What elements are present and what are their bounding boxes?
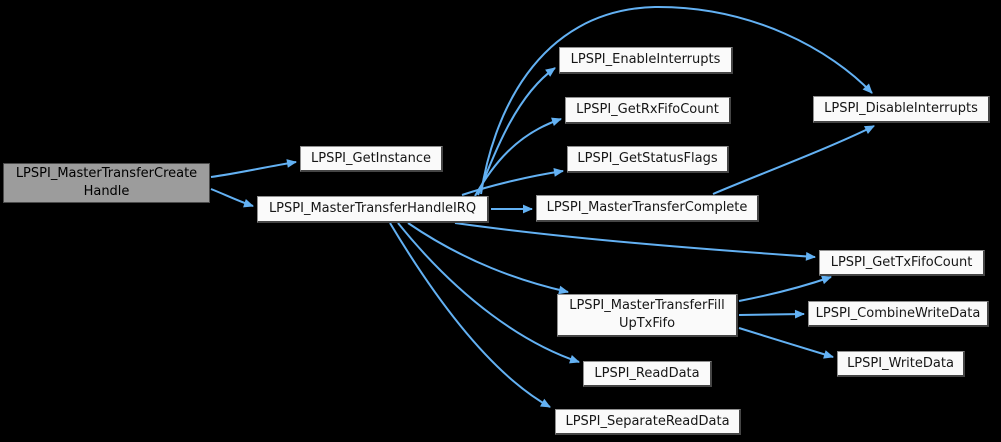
node-lpspi-combine-write-data[interactable]: LPSPI_CombineWriteData (808, 301, 989, 327)
edge-fill-up-tx-fifo-to-combine-write-data (738, 309, 805, 319)
node-lpspi-master-transfer-handle-irq[interactable]: LPSPI_MasterTransferHandleIRQ (257, 196, 489, 223)
node-lpspi-disable-interrupts[interactable]: LPSPI_DisableInterrupts (813, 96, 990, 123)
edge-master-transfer-complete-to-disable-interrupts (712, 125, 875, 195)
node-label: LPSPI_EnableInterrupts (570, 52, 721, 67)
edge-create-handle-to-handle-irq (210, 188, 254, 208)
node-label: LPSPI_GetTxFifoCount (830, 254, 973, 270)
node-lpspi-get-tx-fifo-count[interactable]: LPSPI_GetTxFifoCount (819, 250, 985, 276)
node-label: LPSPI_ReadData (594, 365, 700, 381)
node-label: LPSPI_MasterTransferCreate Handle (15, 166, 198, 199)
node-label: LPSPI_MasterTransferHandleIRQ (268, 201, 477, 216)
node-lpspi-master-transfer-create-handle: LPSPI_MasterTransferCreate Handle (3, 163, 210, 203)
edge-handle-irq-to-fill-up-tx-fifo (407, 222, 569, 295)
node-lpspi-separate-read-data[interactable]: LPSPI_SeparateReadData (555, 409, 741, 435)
edge-fill-up-tx-fifo-to-get-tx-fifo-count (738, 275, 832, 302)
edge-create-handle-to-get-instance (210, 159, 297, 178)
node-label: LPSPI_GetStatusFlags (577, 151, 718, 166)
node-label: LPSPI_SeparateReadData (565, 413, 730, 429)
node-lpspi-write-data[interactable]: LPSPI_WriteData (837, 351, 965, 377)
node-label: LPSPI_MasterTransferFill UpTxFifo (569, 298, 725, 331)
node-lpspi-master-transfer-complete[interactable]: LPSPI_MasterTransferComplete (536, 195, 759, 222)
edge-handle-irq-to-read-data (397, 222, 580, 364)
node-lpspi-enable-interrupts[interactable]: LPSPI_EnableInterrupts (559, 47, 733, 74)
node-lpspi-read-data[interactable]: LPSPI_ReadData (583, 361, 712, 387)
node-label: LPSPI_DisableInterrupts (824, 101, 978, 116)
edge-fill-up-tx-fifo-to-write-data (738, 327, 834, 359)
node-label: LPSPI_GetRxFifoCount (576, 102, 719, 117)
edge-handle-irq-to-separate-read-data (389, 222, 551, 408)
node-label: LPSPI_CombineWriteData (815, 305, 981, 321)
node-lpspi-master-transfer-fill-up-tx-fifo[interactable]: LPSPI_MasterTransferFill UpTxFifo (557, 294, 738, 337)
edge-handle-irq-to-enable-interrupts (477, 67, 556, 196)
node-lpspi-get-status-flags[interactable]: LPSPI_GetStatusFlags (567, 146, 729, 173)
edge-handle-irq-to-get-status-flags (461, 167, 564, 196)
edge-handle-irq-to-disable-interrupts (480, 5, 873, 195)
node-label: LPSPI_MasterTransferComplete (546, 200, 748, 215)
node-label: LPSPI_GetInstance (311, 150, 431, 166)
node-lpspi-get-instance[interactable]: LPSPI_GetInstance (300, 146, 443, 172)
edge-handle-irq-to-get-tx-fifo-count (454, 222, 816, 261)
edge-handle-irq-to-get-rx-fifo-count (474, 117, 562, 197)
node-lpspi-get-rx-fifo-count[interactable]: LPSPI_GetRxFifoCount (565, 97, 731, 124)
node-label: LPSPI_WriteData (847, 355, 954, 371)
